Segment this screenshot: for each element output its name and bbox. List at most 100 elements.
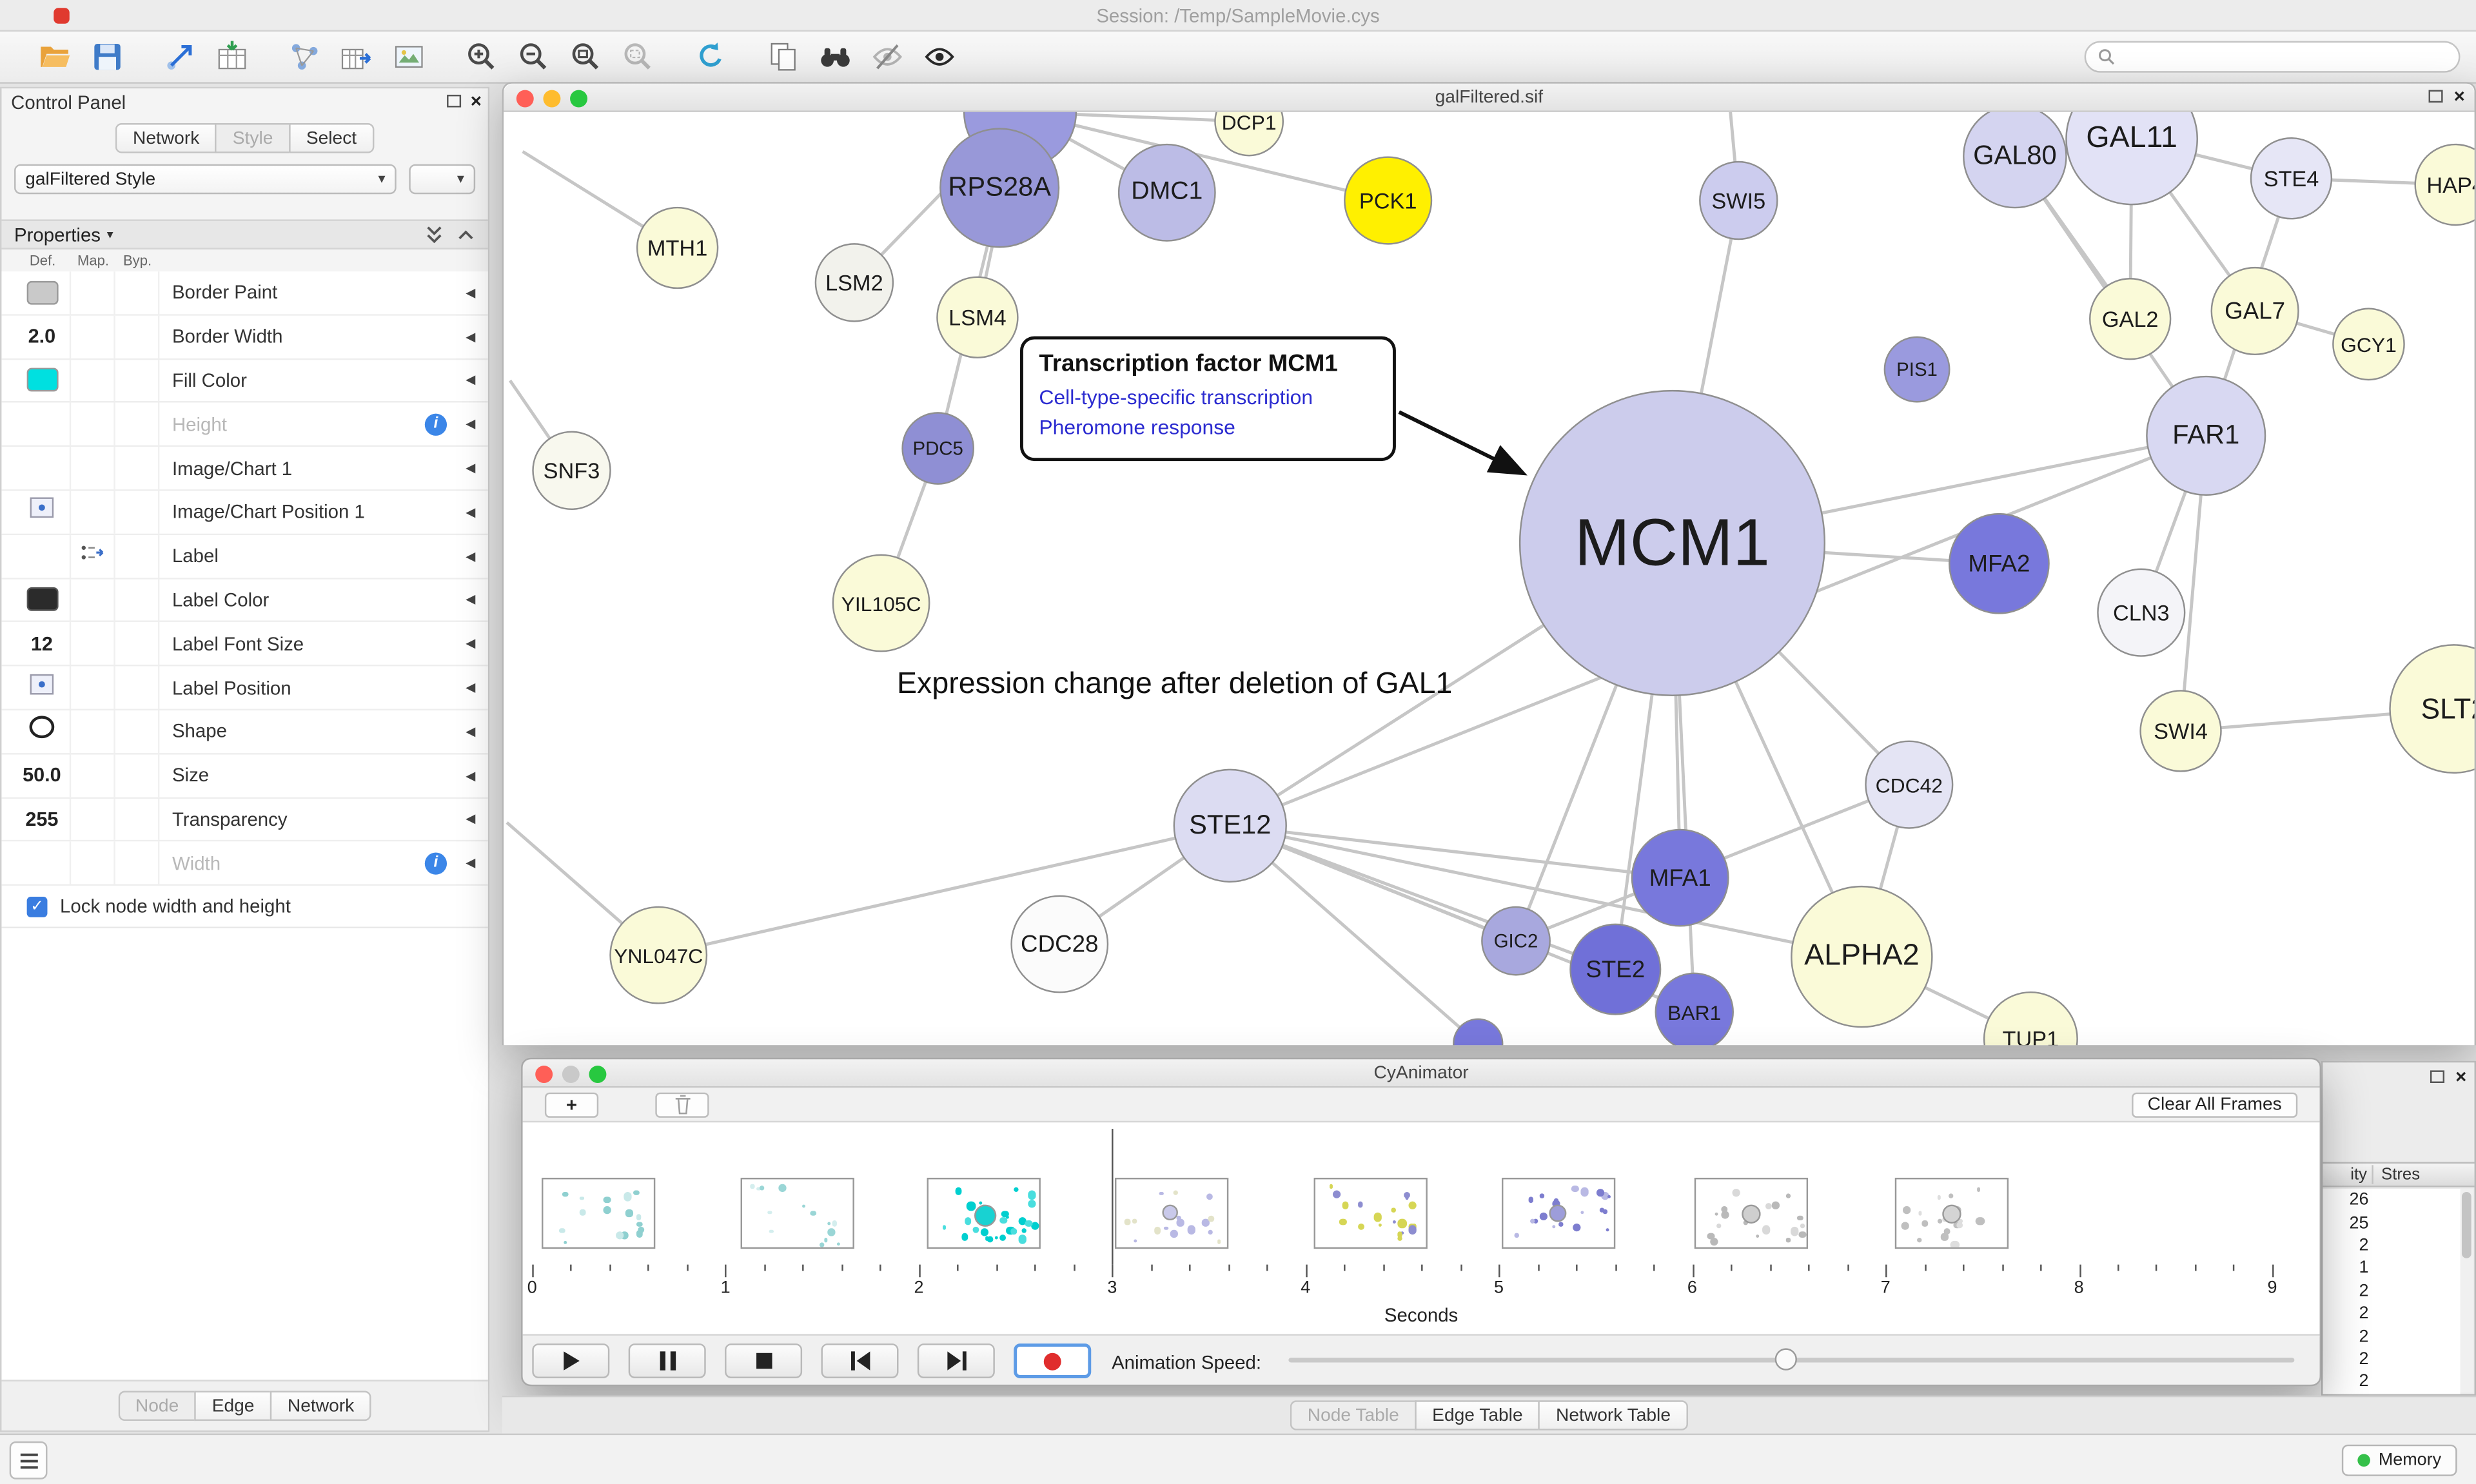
height-byp-cell[interactable]: [115, 403, 160, 446]
scrollbar-thumb[interactable]: [2461, 1191, 2471, 1258]
float-window-icon[interactable]: [2428, 90, 2443, 103]
collapse-arrow-icon[interactable]: ◀: [466, 417, 476, 432]
node-MTH1[interactable]: MTH1: [636, 206, 719, 289]
animation-frame-8[interactable]: [1894, 1177, 2009, 1249]
node-DMC1[interactable]: DMC1: [1117, 143, 1216, 242]
skip-back-button[interactable]: [821, 1343, 899, 1378]
table-row[interactable]: 2: [2323, 1371, 2460, 1393]
add-frame-button[interactable]: +: [544, 1092, 599, 1118]
refresh-button[interactable]: [687, 36, 734, 77]
close-traffic-light[interactable]: [516, 89, 534, 107]
node-HAP4[interactable]: HAP4: [2414, 143, 2475, 226]
animation-speed-slider[interactable]: [1288, 1348, 2295, 1371]
collapse-arrow-icon[interactable]: ◀: [466, 768, 476, 783]
position-icon[interactable]: [30, 498, 54, 526]
search-network-button[interactable]: [812, 36, 859, 77]
label-font-size-def-value[interactable]: 12: [30, 632, 53, 655]
width-map-cell[interactable]: [71, 842, 115, 884]
import-table-button[interactable]: [208, 36, 255, 77]
node-STE4[interactable]: STE4: [2250, 137, 2333, 220]
node-CLN3[interactable]: CLN3: [2097, 568, 2186, 657]
transparency-def-cell[interactable]: 255: [14, 798, 72, 841]
timeline-playhead[interactable]: [1112, 1129, 1114, 1265]
node-MFA2[interactable]: MFA2: [1949, 513, 2050, 614]
node-GAL2[interactable]: GAL2: [2089, 278, 2172, 360]
node-MCM1[interactable]: MCM1: [1518, 389, 1826, 697]
transparency-byp-cell[interactable]: [115, 798, 160, 841]
tab-node-table[interactable]: Node Table: [1290, 1400, 1415, 1430]
node-ALPHA2[interactable]: ALPHA2: [1791, 885, 1933, 1028]
transparency-def-value[interactable]: 255: [25, 808, 59, 831]
fill-color-byp-cell[interactable]: [115, 359, 160, 402]
export-network-button[interactable]: [281, 36, 328, 77]
label-position-map-cell[interactable]: [71, 666, 115, 709]
copy-button[interactable]: [760, 36, 807, 77]
table-row[interactable]: 2: [2323, 1235, 2460, 1257]
node-GAL80[interactable]: GAL80: [1963, 112, 2067, 209]
animation-frame-4[interactable]: [1114, 1177, 1229, 1249]
collapse-all-icon[interactable]: [425, 224, 444, 245]
node-LSM2[interactable]: LSM2: [814, 243, 894, 322]
label-color-def-swatch[interactable]: [26, 588, 58, 612]
shape-map-cell[interactable]: [71, 710, 115, 753]
animation-frame-3[interactable]: [927, 1177, 1041, 1249]
collapse-arrow-icon[interactable]: ◀: [466, 373, 476, 388]
table-row[interactable]: 26: [2323, 1189, 2460, 1211]
border-width-map-cell[interactable]: [71, 315, 115, 358]
import-network-button[interactable]: [156, 36, 203, 77]
ellipse-icon[interactable]: [28, 716, 55, 747]
collapse-arrow-icon[interactable]: ◀: [466, 285, 476, 300]
zoom-traffic-light[interactable]: [570, 89, 588, 107]
node-CDC42[interactable]: CDC42: [1865, 740, 1954, 829]
property-row-image-chart-1[interactable]: Image/Chart 1◀: [1, 447, 488, 491]
skip-forward-button[interactable]: [917, 1343, 995, 1378]
border-width-def-cell[interactable]: 2.0: [14, 315, 72, 358]
image-chart-1-byp-cell[interactable]: [115, 447, 160, 490]
property-row-border-paint[interactable]: Border Paint◀: [1, 271, 488, 316]
node-GIC2[interactable]: GIC2: [1481, 906, 1551, 976]
node-GAL11[interactable]: GAL11: [2065, 112, 2198, 206]
table-column-2[interactable]: Stres: [2381, 1165, 2421, 1184]
node-FAR1[interactable]: FAR1: [2146, 375, 2266, 496]
border-paint-byp-cell[interactable]: [115, 271, 160, 314]
border-width-byp-cell[interactable]: [115, 315, 160, 358]
node-TUP1[interactable]: TUP1: [1983, 991, 2078, 1046]
property-row-label[interactable]: Label◀: [1, 534, 488, 579]
table-column-1[interactable]: ity: [2323, 1165, 2373, 1184]
node-STE12[interactable]: STE12: [1173, 768, 1287, 883]
label-def-cell[interactable]: [14, 534, 72, 578]
annotation-box[interactable]: Transcription factor MCM1 Cell-type-spec…: [1020, 336, 1396, 461]
tab-network[interactable]: Network: [115, 123, 215, 153]
node-RPS28A[interactable]: RPS28A: [939, 128, 1060, 248]
show-eye-button[interactable]: [916, 36, 963, 77]
table-row[interactable]: 2: [2323, 1280, 2460, 1302]
animation-frame-1[interactable]: [542, 1177, 656, 1249]
table-row[interactable]: 2: [2323, 1325, 2460, 1348]
minimize-traffic-light[interactable]: [562, 1064, 580, 1082]
transparency-map-cell[interactable]: [71, 798, 115, 841]
fill-color-def-cell[interactable]: [14, 359, 72, 402]
node-SWI4[interactable]: SWI4: [2139, 690, 2222, 772]
search-box[interactable]: [2084, 41, 2461, 73]
network-window-titlebar[interactable]: galFiltered.sif ×: [504, 83, 2475, 112]
memory-button[interactable]: Memory: [2342, 1444, 2457, 1476]
property-row-fill-color[interactable]: Fill Color◀: [1, 359, 488, 404]
collapse-arrow-icon[interactable]: ◀: [466, 855, 476, 871]
image-chart-1-map-cell[interactable]: [71, 447, 115, 490]
tab-network[interactable]: Network: [270, 1391, 372, 1421]
close-panel-icon[interactable]: ×: [2455, 1066, 2467, 1088]
minimize-traffic-light[interactable]: [543, 89, 561, 107]
export-table-button[interactable]: [333, 36, 380, 77]
search-input[interactable]: [2122, 46, 2448, 68]
open-session-button[interactable]: [32, 36, 79, 77]
node-STE2[interactable]: STE2: [1569, 923, 1662, 1015]
save-session-button[interactable]: [84, 36, 131, 77]
animation-frame-6[interactable]: [1501, 1177, 1616, 1249]
width-byp-cell[interactable]: [115, 842, 160, 884]
collapse-arrow-icon[interactable]: ◀: [466, 549, 476, 563]
table-row[interactable]: 2: [2323, 1302, 2460, 1325]
border-paint-def-cell[interactable]: [14, 271, 72, 314]
